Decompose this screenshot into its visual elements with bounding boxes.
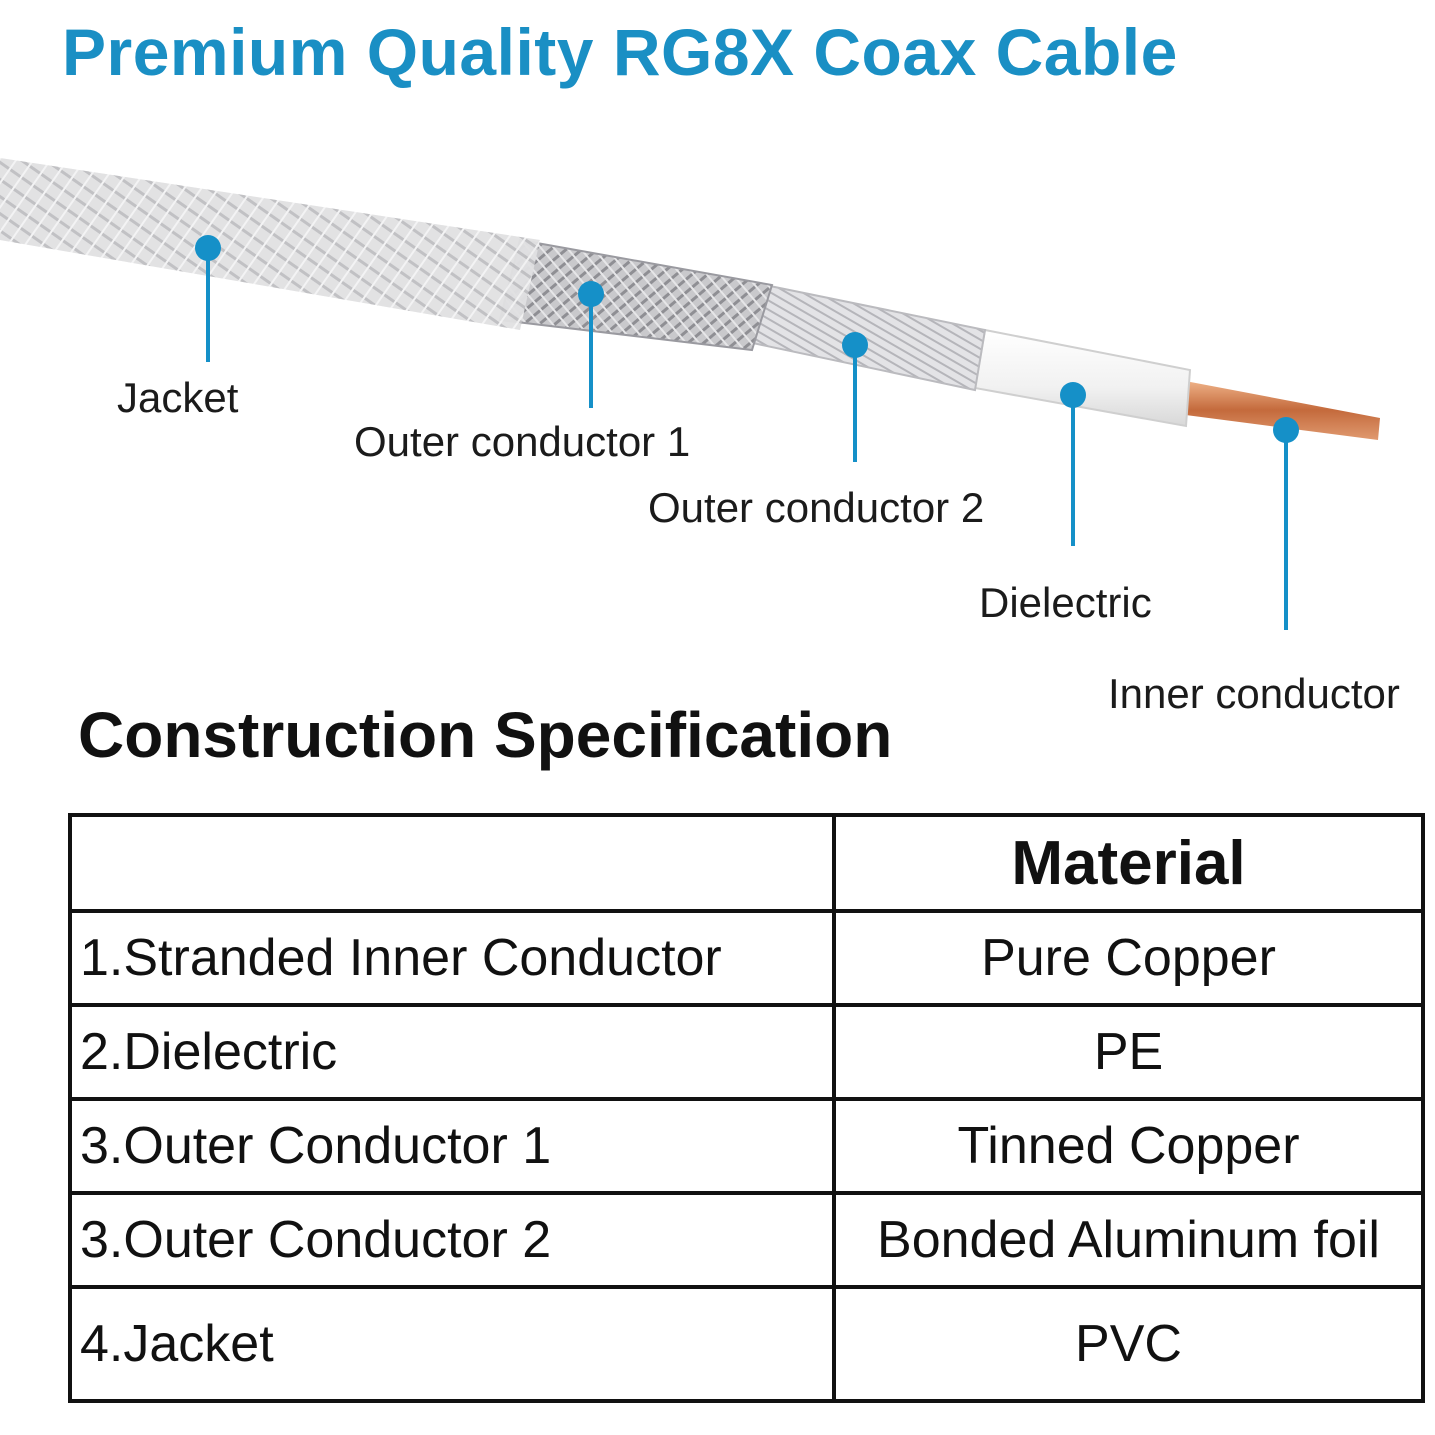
table-row: 2.Dielectric PE [68,1003,1425,1101]
row-material: Pure Copper [832,909,1425,1007]
dielectric-marker [1060,382,1086,408]
inner-conductor-marker [1273,417,1299,443]
table-row: 1.Stranded Inner Conductor Pure Copper [68,909,1425,1007]
inner-conductor-segment [1178,380,1380,440]
page-title: Premium Quality RG8X Coax Cable [62,15,1178,89]
dielectric-segment [973,328,1192,428]
header-part [68,813,836,913]
row-part: 1.Stranded Inner Conductor [68,909,836,1007]
coax-cable-cutaway-illustration [0,158,1380,630]
label-dielectric: Dielectric [979,579,1152,626]
row-material: Tinned Copper [832,1097,1425,1195]
outer-conductor-1-marker [578,281,604,307]
row-part: 3.Outer Conductor 1 [68,1097,836,1195]
label-inner-conductor: Inner conductor [1108,670,1400,717]
construction-spec-table: Material 1.Stranded Inner Conductor Pure… [68,813,1425,1403]
jacket-segment [0,158,540,330]
label-outer-conductor-2: Outer conductor 2 [648,484,985,531]
row-material: Bonded Aluminum foil [832,1191,1425,1289]
row-part: 3.Outer Conductor 2 [68,1191,836,1289]
table-header-row: Material [68,813,1425,913]
outer-conductor-1-segment [498,238,774,352]
outer-conductor-2-segment [746,283,987,392]
row-part: 2.Dielectric [68,1003,836,1101]
spec-heading: Construction Specification [78,699,893,771]
table-row: 3.Outer Conductor 2 Bonded Aluminum foil [68,1191,1425,1289]
row-material: PVC [832,1285,1425,1403]
jacket-marker [195,235,221,261]
table-row: 4.Jacket PVC [68,1285,1425,1403]
label-jacket: Jacket [117,374,239,421]
label-outer-conductor-1: Outer conductor 1 [354,418,691,465]
row-part: 4.Jacket [68,1285,836,1403]
row-material: PE [832,1003,1425,1101]
table-row: 3.Outer Conductor 1 Tinned Copper [68,1097,1425,1195]
outer-conductor-2-marker [842,332,868,358]
header-material: Material [832,813,1425,913]
